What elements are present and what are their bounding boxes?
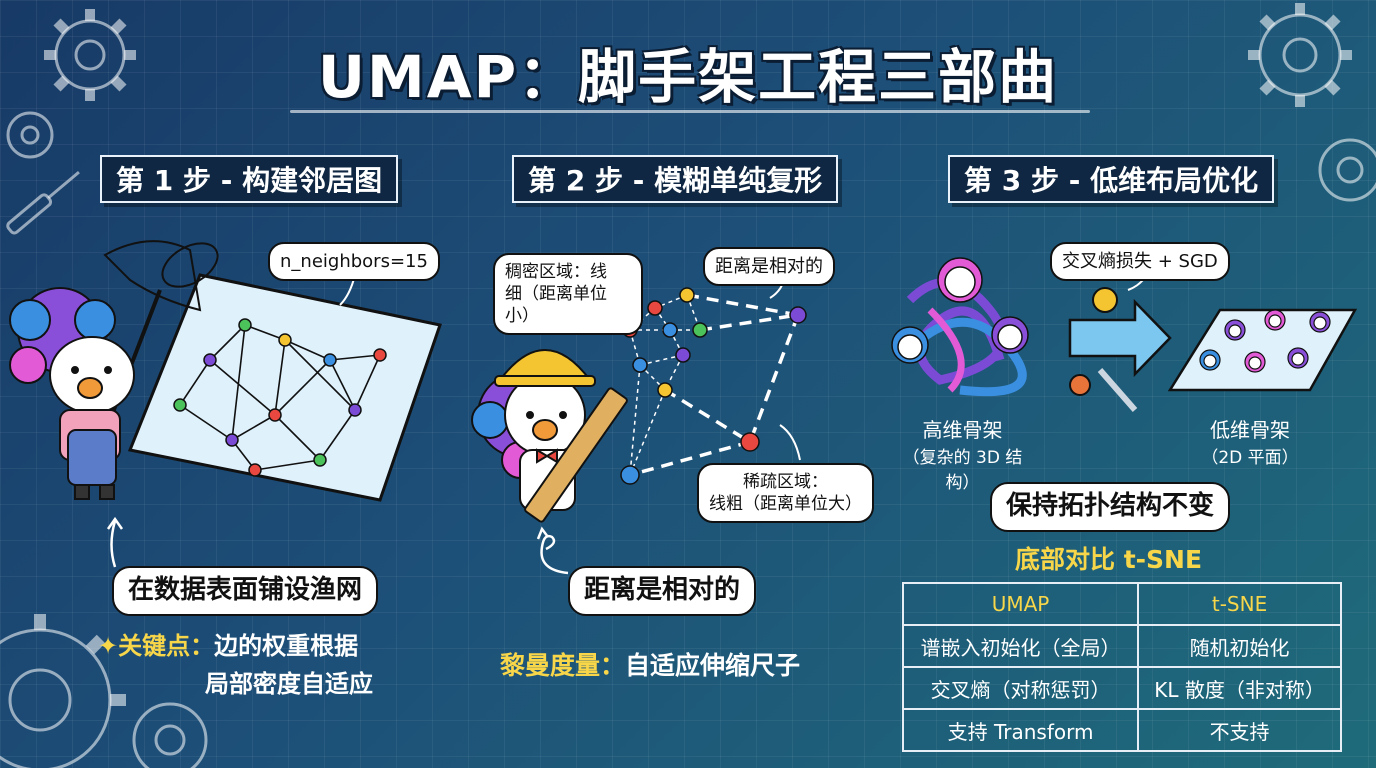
gear-icon [44,9,136,101]
table-cell: 随机初始化 [1137,624,1342,668]
lightbulb-icon: ✦ [98,632,119,660]
bowtie-icon [536,448,558,464]
fuzzy-complex-illustration [471,274,807,523]
table-cell: 交叉熵（对称惩罚） [901,666,1140,710]
riemann-metric-text: 自适应伸缩尺子 [625,651,801,680]
dashed-edges [629,293,800,477]
table-header: UMAP [901,582,1140,626]
riemann-metric: 黎曼度量：自适应伸缩尺子 [500,646,800,682]
data-surface-sheet [127,273,442,502]
cat-with-hardhat [471,349,628,523]
key-point-line2: 局部密度自适应 [205,670,373,698]
n-neighbors-bubble: n_neighbors=15 [268,242,440,282]
low-dim-label-line2: （2D 平面） [1201,448,1299,468]
step-3-header: 第 3 步 - 低维布局优化 [948,155,1275,203]
neighbor-graph-illustration [9,240,442,502]
table-row: 谱嵌入初始化（全局） 随机初始化 [901,624,1342,668]
gear-icon [1318,138,1376,202]
topology-bubble: 保持拓扑结构不变 [990,482,1231,532]
layout-optimization-illustration [891,257,1358,412]
table-cell: 不支持 [1137,708,1342,752]
dense-region-line1: 稠密区域：线 [505,262,607,282]
comparison-table: UMAP t-SNE 谱嵌入初始化（全局） 随机初始化 交叉熵（对称惩罚） KL… [901,582,1342,752]
sparse-region-line1: 稀疏区域： [743,472,828,492]
mini-cat-icons [891,257,1029,364]
low-dim-plane [1167,308,1358,392]
step-2-header: 第 2 步 - 模糊单纯复形 [512,155,839,203]
panel2-caption: 距离是相对的 [568,566,757,616]
sparse-region-line2: 线粗（距离单位大） [709,494,862,515]
table-header: t-SNE [1137,582,1342,626]
relative-distance-bubble: 距离是相对的 [703,247,835,287]
table-cell: 支持 Transform [901,708,1140,752]
sparse-region-bubble: 稀疏区域： 线粗（距离单位大） [697,463,874,524]
transform-arrow [1068,298,1172,378]
up-arrow-icon [106,516,124,568]
gear-icon [1069,374,1091,396]
high-dim-label-line1: 高维骨架 [922,418,1003,442]
riemann-metric-prefix: 黎曼度量： [500,651,626,680]
table-cell: KL 散度（非对称） [1137,666,1342,710]
dense-region-bubble: 稠密区域：线 细（距离单位小） [493,253,643,336]
key-point-line1: 边的权重根据 [214,632,359,660]
key-point-prefix: 关键点： [118,632,215,660]
gear-icon [6,111,54,159]
gear-icon [1248,3,1352,107]
high-dim-label: 高维骨架 （复杂的 3D 结构） [895,414,1030,493]
high-dim-label-line2: （复杂的 3D 结构） [902,448,1023,493]
title-underline [290,110,1090,113]
complex-nodes [620,287,807,485]
cat-mascot [9,287,135,500]
compare-title: 底部对比 t-SNE [1015,545,1203,574]
step-1-header: 第 1 步 - 构建邻居图 [100,155,399,203]
gear-icon [1092,287,1118,313]
pointer-arrow [779,424,801,461]
table-cell: 谱嵌入初始化（全局） [901,624,1140,668]
low-dim-label: 低维骨架 （2D 平面） [1185,414,1315,468]
graph-nodes [173,318,387,477]
ruler-icon [524,387,628,523]
key-point: ✦关键点：边的权重根据 [98,626,358,661]
gear-icon [132,702,208,768]
screwdriver-icon [6,171,80,235]
curly-arrow-icon [536,526,569,575]
gear-icon [0,614,126,768]
table-row: 支持 Transform 不支持 [901,708,1342,752]
mini-cat-icons [1199,309,1331,373]
table-row: 交叉熵（对称惩罚） KL 散度（非对称） [901,666,1342,710]
wrench-icon [1097,368,1138,412]
graph-edges [179,324,381,471]
dense-region-line2: 细（距离单位小） [505,284,607,327]
low-dim-label-line1: 低维骨架 [1210,418,1290,442]
table-header-row: UMAP t-SNE [901,582,1342,626]
page-title: UMAP：脚手架工程三部曲 [317,43,1059,111]
panel1-caption: 在数据表面铺设渔网 [112,566,379,616]
loss-bubble: 交叉熵损失 + SGD [1050,242,1230,282]
